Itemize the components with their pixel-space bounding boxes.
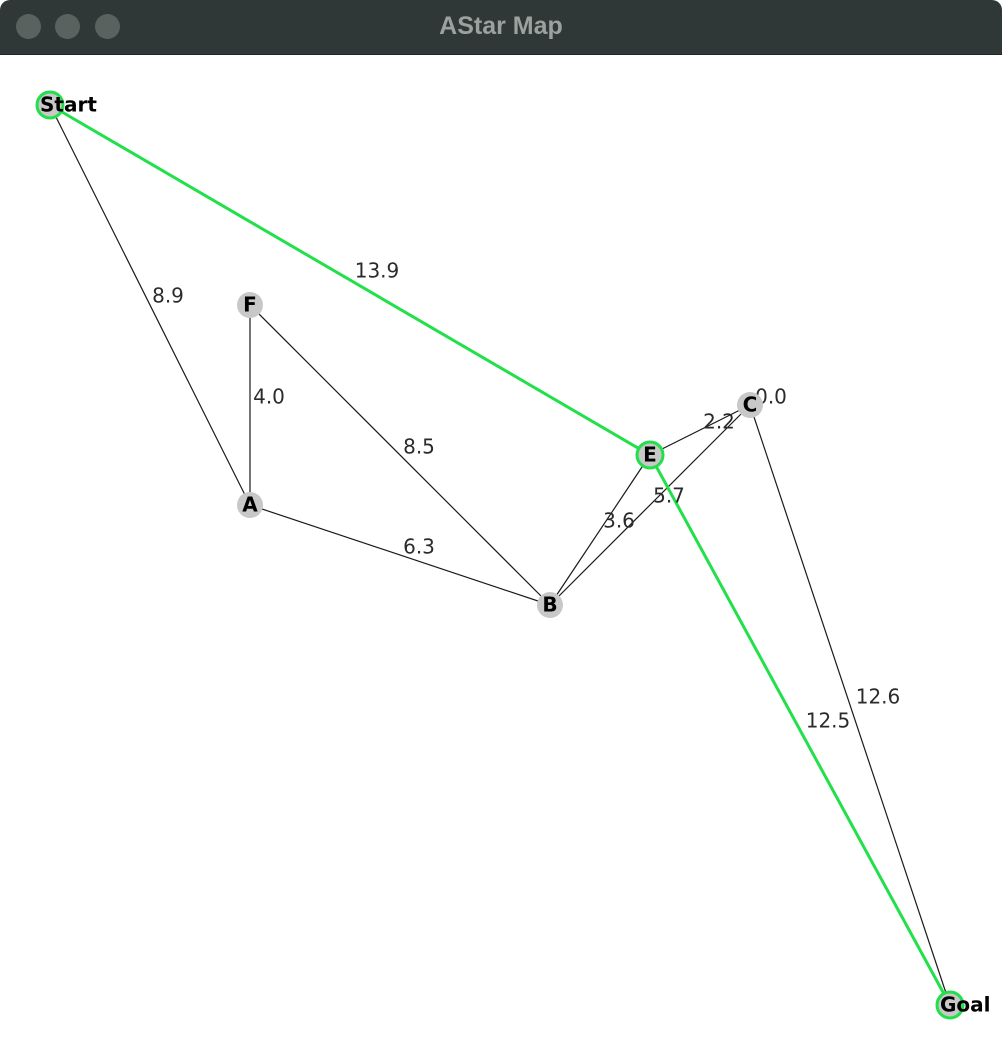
node-circle[interactable] xyxy=(35,90,65,120)
node-label: C xyxy=(743,393,758,417)
edge-start-a xyxy=(49,104,251,506)
close-window-button[interactable] xyxy=(16,14,41,39)
edge-c-goal xyxy=(749,404,951,1006)
window-title: AStar Map xyxy=(439,12,563,40)
node-goal[interactable]: Goal xyxy=(935,990,991,1020)
edge-weight-label: 5.7 xyxy=(653,484,685,508)
edge-weight-label: 6.3 xyxy=(403,535,435,559)
edge-start-e xyxy=(49,103,651,457)
node-c[interactable]: C xyxy=(737,392,763,418)
node-start[interactable]: Start xyxy=(35,90,97,120)
edge-b-e xyxy=(549,454,651,606)
zoom-window-button[interactable] xyxy=(95,14,120,39)
edge-weight-label: 8.5 xyxy=(403,435,435,459)
edge-weight-label: 2.2 xyxy=(703,410,735,434)
edge-weight-label: 8.9 xyxy=(152,284,184,308)
minimize-window-button[interactable] xyxy=(55,14,80,39)
edges-layer xyxy=(49,103,952,1006)
edge-weight-label: 12.5 xyxy=(806,709,851,733)
node-circle[interactable] xyxy=(537,592,563,618)
edge-b-c xyxy=(549,404,751,606)
node-e[interactable]: E xyxy=(635,440,665,470)
node-f[interactable]: F xyxy=(237,292,263,318)
edge-f-b xyxy=(249,304,551,606)
edge-e-c xyxy=(649,404,751,456)
node-label: F xyxy=(243,293,257,317)
node-label: A xyxy=(242,493,258,517)
node-label: B xyxy=(542,593,557,617)
edge-weight-label: 13.9 xyxy=(355,259,400,283)
node-label: Start xyxy=(40,93,97,117)
edge-a-b xyxy=(249,504,551,606)
graph-drawing: 8.913.94.08.56.33.65.72.20.012.512.6 Sta… xyxy=(35,90,991,1020)
node-circle[interactable] xyxy=(635,440,665,470)
edge-e-goal xyxy=(648,454,952,1006)
node-circle[interactable] xyxy=(237,292,263,318)
node-circle[interactable] xyxy=(935,990,965,1020)
edge-weights-layer: 8.913.94.08.56.33.65.72.20.012.512.6 xyxy=(152,259,900,733)
node-label: Goal xyxy=(940,993,991,1017)
node-circle[interactable] xyxy=(237,492,263,518)
node-a[interactable]: A xyxy=(237,492,263,518)
node-circle[interactable] xyxy=(737,392,763,418)
node-b[interactable]: B xyxy=(537,592,563,618)
node-label: E xyxy=(643,443,657,467)
edge-weight-label: 3.6 xyxy=(603,509,635,533)
edge-weight-label: 4.0 xyxy=(253,385,285,409)
edge-weight-label: 12.6 xyxy=(856,685,901,709)
title-bar[interactable]: AStar Map xyxy=(0,0,1002,55)
